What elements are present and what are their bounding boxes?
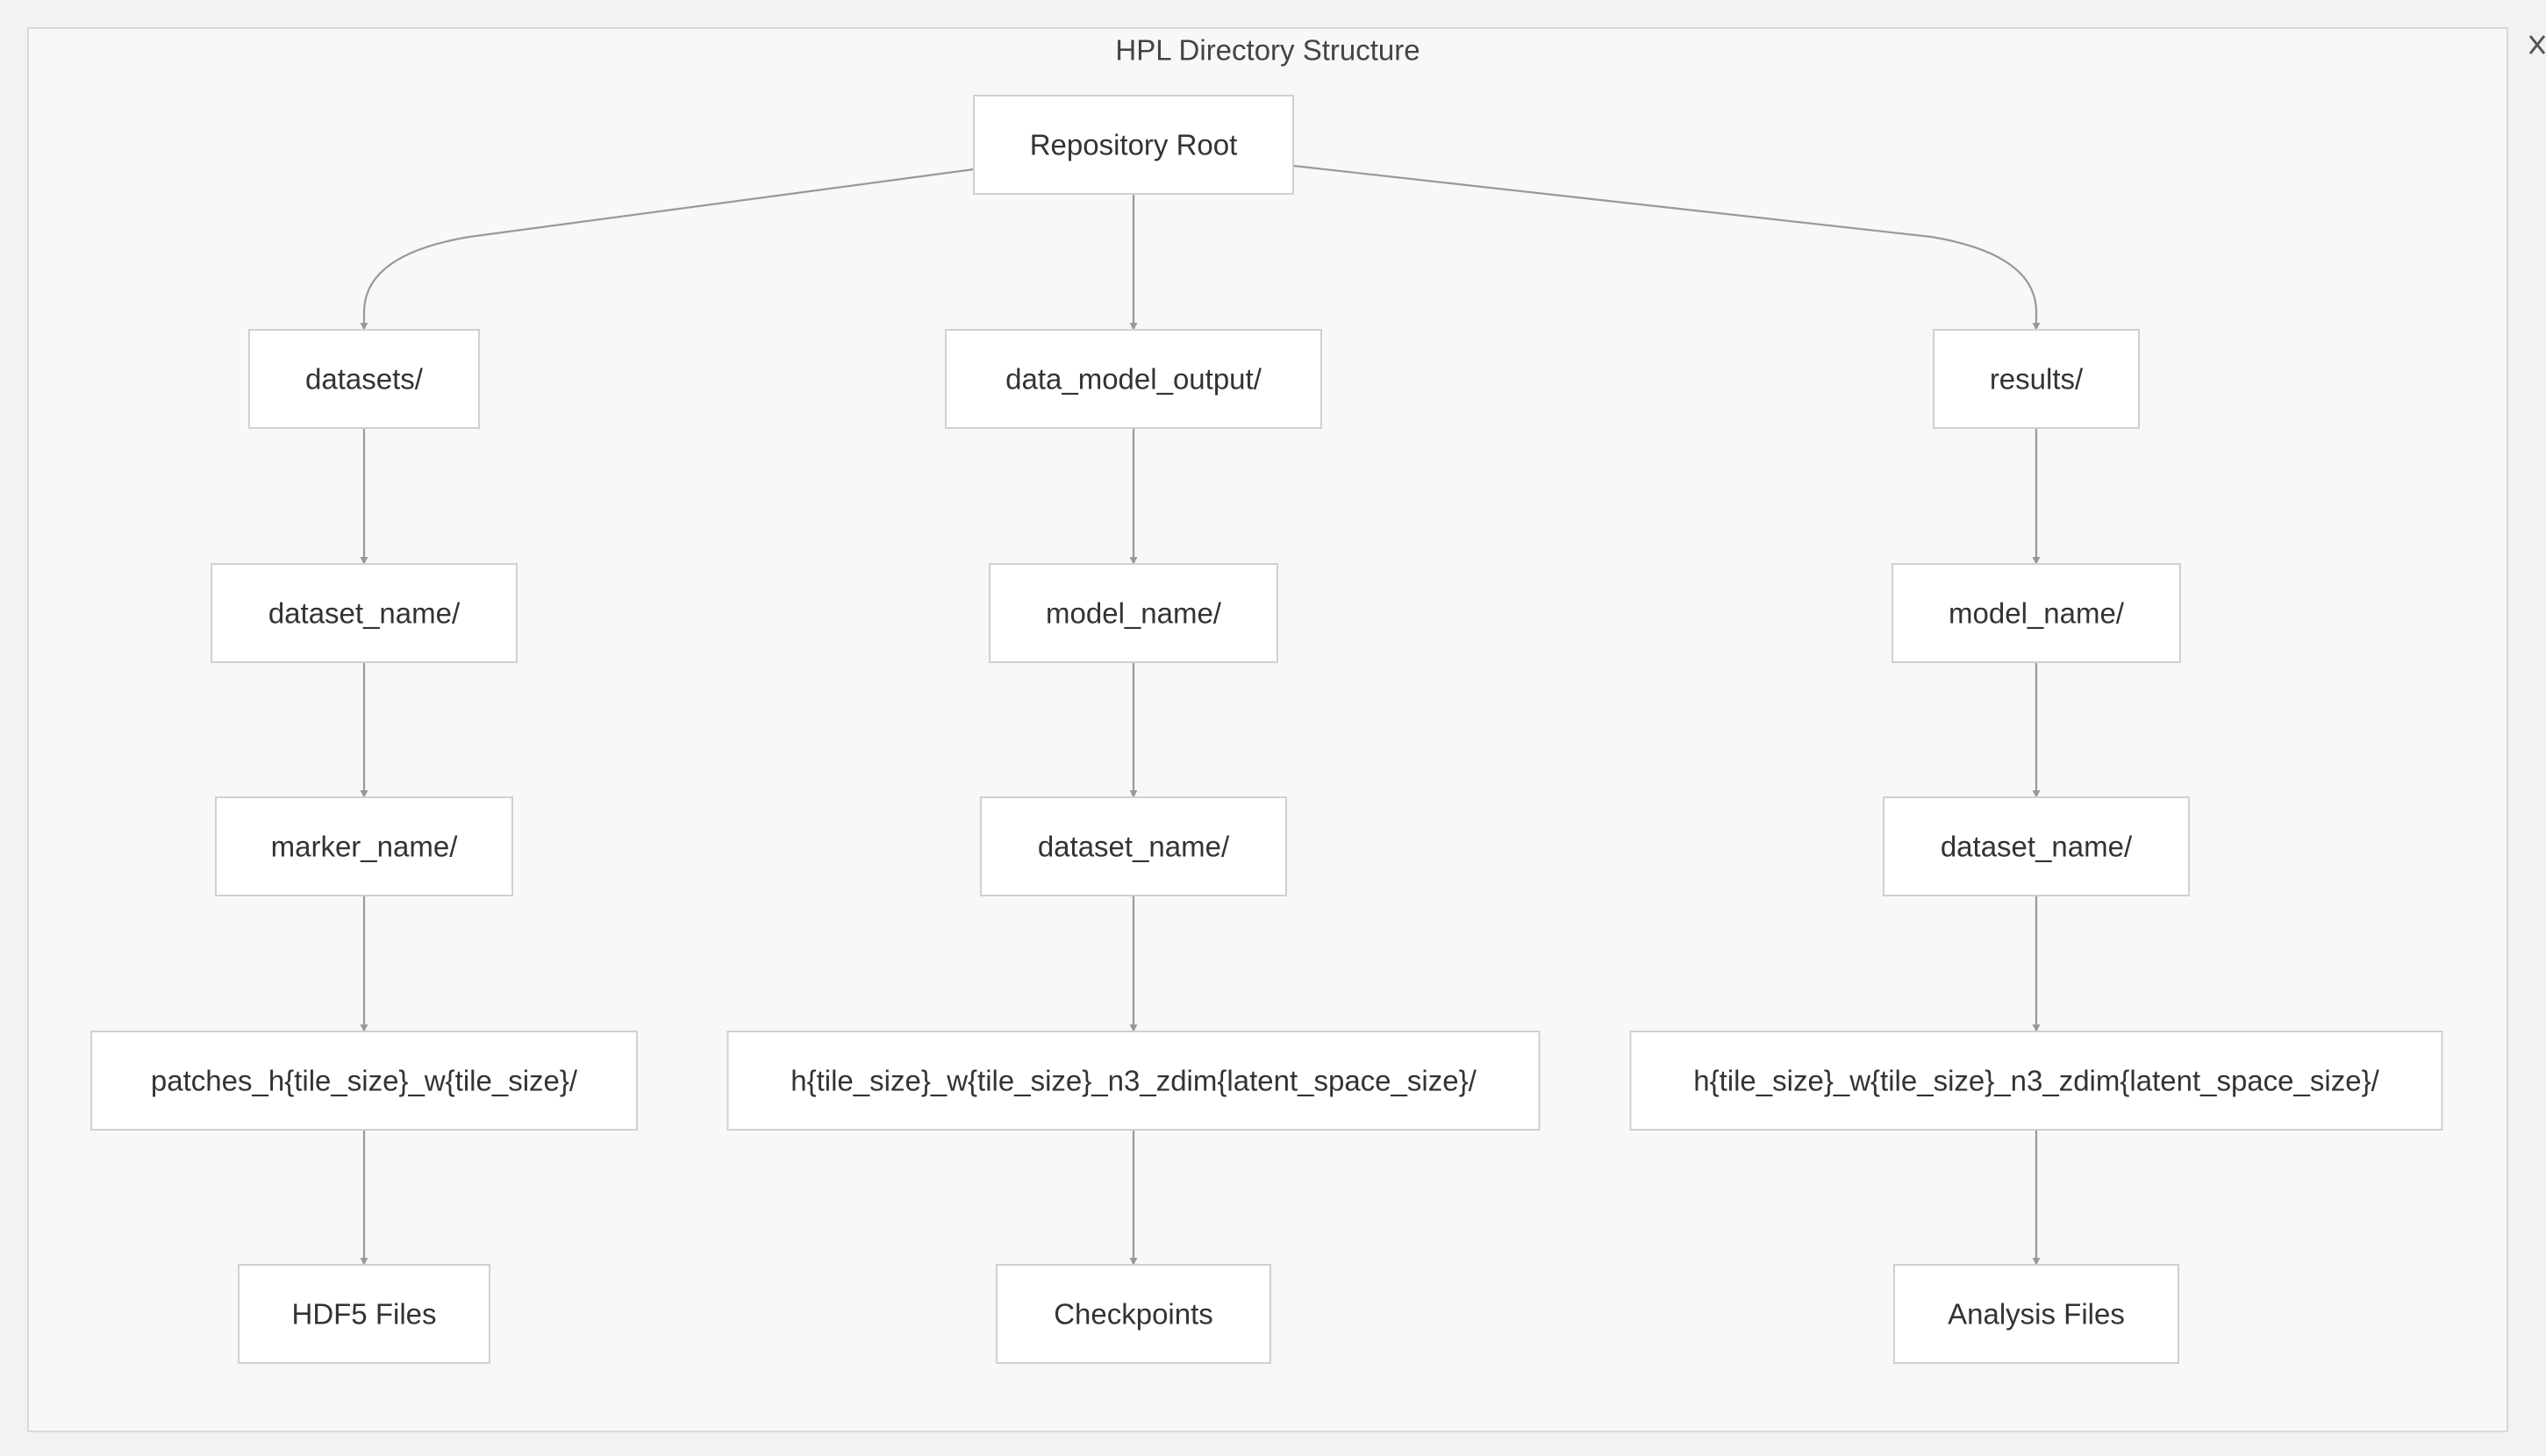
node-box: [726, 1031, 1541, 1131]
node-ds-marker[interactable]: marker_name/: [215, 796, 513, 896]
node-box: [1883, 796, 2190, 896]
node-label: h{tile_size}_w{tile_size}_n3_zdim{latent…: [1693, 1065, 2379, 1097]
node-box: [1933, 329, 2140, 429]
node-label: Checkpoints: [1054, 1298, 1213, 1331]
node-layer: Repository Root datasets/data_model_outpu…: [90, 95, 2443, 1364]
node-res-config[interactable]: h{tile_size}_w{tile_size}_n3_zdim{latent…: [1629, 1031, 2443, 1131]
close-icon[interactable]: [2528, 35, 2546, 54]
node-dmo-config[interactable]: h{tile_size}_w{tile_size}_n3_zdim{latent…: [726, 1031, 1541, 1131]
node-box: [989, 563, 1278, 663]
node-box: [215, 796, 513, 896]
node-res-model[interactable]: model_name/: [1892, 563, 2181, 663]
node-box: [238, 1264, 490, 1364]
diagram-title: HPL Directory Structure: [1115, 34, 1420, 67]
node-label: data_model_output/: [1005, 363, 1262, 396]
node-label: Repository Root: [1030, 129, 1238, 161]
node-label: dataset_name/: [268, 597, 461, 630]
diagram-panel: [27, 27, 2508, 1432]
edge-layer: [360, 164, 2041, 1266]
node-ds-files[interactable]: HDF5 Files: [238, 1264, 490, 1364]
node-label: model_name/: [1046, 597, 1222, 630]
node-dmo-model[interactable]: model_name/: [989, 563, 1278, 663]
node-label: dataset_name/: [1038, 831, 1230, 863]
edge-root-to-datasets: [360, 168, 975, 331]
node-box: [996, 1264, 1271, 1364]
node-label: patches_h{tile_size}_w{tile_size}/: [151, 1065, 578, 1097]
node-res-files[interactable]: Analysis Files: [1893, 1264, 2179, 1364]
node-box: [973, 95, 1294, 195]
node-label: results/: [1990, 363, 2084, 396]
node-label: Analysis Files: [1948, 1298, 2125, 1331]
node-box: [248, 329, 480, 429]
node-box: [211, 563, 518, 663]
node-dmo[interactable]: data_model_output/: [945, 329, 1322, 429]
node-ds-dataset[interactable]: dataset_name/: [211, 563, 518, 663]
node-label: marker_name/: [271, 831, 459, 863]
node-box: [1893, 1264, 2179, 1364]
node-dmo-dataset[interactable]: dataset_name/: [980, 796, 1287, 896]
node-datasets[interactable]: datasets/: [248, 329, 480, 429]
node-box: [90, 1031, 638, 1131]
node-box: [980, 796, 1287, 896]
node-label: HDF5 Files: [291, 1298, 436, 1331]
node-results[interactable]: results/: [1933, 329, 2140, 429]
node-root[interactable]: Repository Root: [973, 95, 1294, 195]
node-box: [1629, 1031, 2443, 1131]
node-box: [945, 329, 1322, 429]
node-label: dataset_name/: [1941, 831, 2133, 863]
node-label: model_name/: [1949, 597, 2125, 630]
edge-root-to-results: [1292, 164, 2041, 331]
node-box: [1892, 563, 2181, 663]
node-res-dataset[interactable]: dataset_name/: [1883, 796, 2190, 896]
node-label: datasets/: [305, 363, 424, 396]
node-ds-patches[interactable]: patches_h{tile_size}_w{tile_size}/: [90, 1031, 638, 1131]
node-label: h{tile_size}_w{tile_size}_n3_zdim{latent…: [790, 1065, 1477, 1097]
node-dmo-files[interactable]: Checkpoints: [996, 1264, 1271, 1364]
